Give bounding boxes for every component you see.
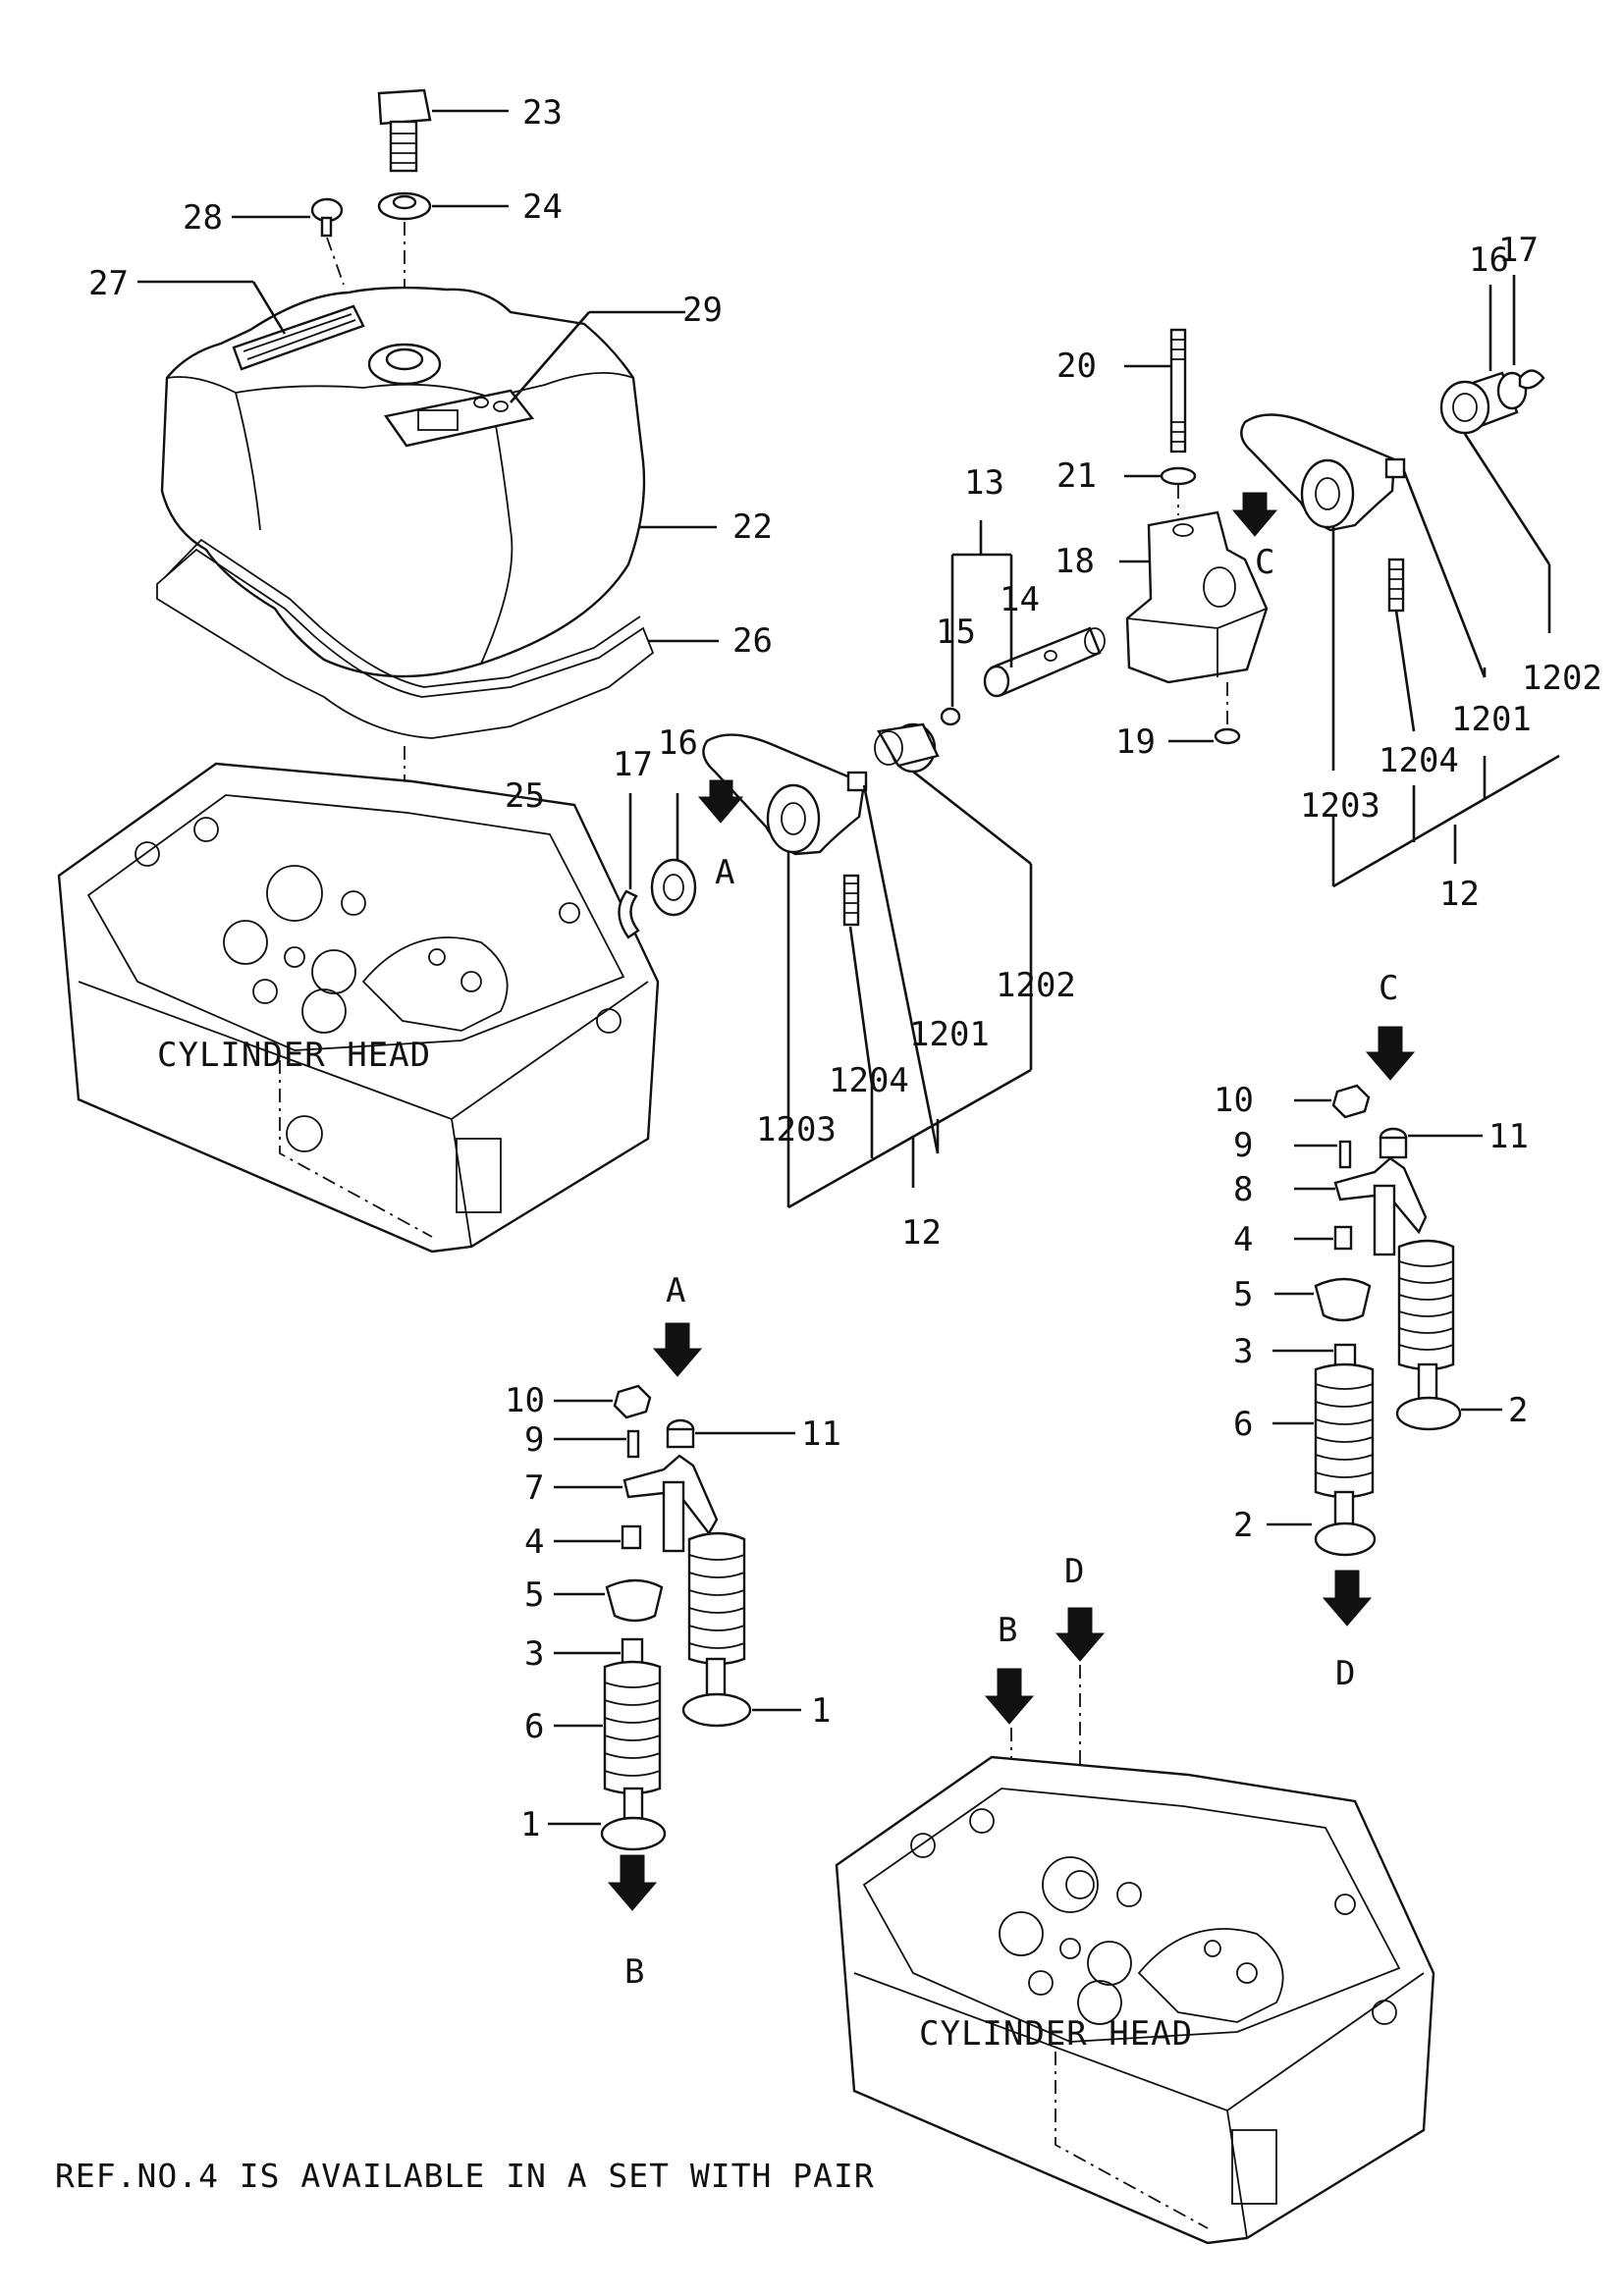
rocker-assembly-right (1240, 275, 1560, 888)
label-1-a-left: 1 (520, 1805, 540, 1844)
label-1204-left: 1204 (829, 1061, 909, 1100)
cylinder-head-label-left: CYLINDER HEAD (157, 1036, 431, 1075)
label-2-c-right: 2 (1508, 1391, 1528, 1430)
view-c-head: C (1379, 969, 1398, 1008)
label-1203-left: 1203 (756, 1110, 837, 1149)
label-4-c: 4 (1233, 1220, 1253, 1259)
label-1201-right: 1201 (1451, 700, 1532, 739)
rivet-28 (232, 197, 344, 238)
label-9-c: 9 (1233, 1126, 1253, 1165)
label-23: 23 (522, 93, 563, 133)
label-10-a: 10 (505, 1381, 545, 1420)
label-13: 13 (964, 463, 1004, 503)
label-12-right: 12 (1439, 875, 1480, 914)
label-11-c: 11 (1488, 1117, 1529, 1156)
shaft-assembly (940, 520, 1106, 726)
view-a-arm: A (715, 853, 734, 892)
label-11-a: 11 (801, 1415, 841, 1454)
arrow-d-icon (1322, 1570, 1373, 1627)
label-19: 19 (1115, 722, 1156, 762)
label-22: 22 (732, 507, 773, 547)
label-2-c-left: 2 (1233, 1506, 1253, 1545)
label-28: 28 (183, 198, 223, 238)
arrow-b-top-icon (984, 1668, 1035, 1725)
arrow-b-icon (607, 1854, 658, 1911)
label-20: 20 (1056, 347, 1097, 386)
cylinder-head-label-right: CYLINDER HEAD (919, 2014, 1193, 2054)
rocker-assembly-left (618, 722, 1033, 1209)
rocker-cover-group (137, 88, 719, 806)
arrow-c-icon (1231, 492, 1278, 537)
label-9-a: 9 (524, 1420, 544, 1460)
arrow-c-head-icon (1365, 1026, 1416, 1081)
cylinder-head-top: CYLINDER HEAD (57, 762, 660, 1254)
label-17-left: 17 (613, 745, 653, 784)
label-10-c: 10 (1214, 1081, 1254, 1120)
view-b-foot: B (624, 1952, 644, 1992)
label-15: 15 (936, 613, 976, 652)
valve-assembly-c (1267, 1026, 1502, 1627)
label-1202-right: 1202 (1522, 659, 1602, 698)
label-1204-right: 1204 (1379, 741, 1459, 780)
footnote: REF.NO.4 IS AVAILABLE IN A SET WITH PAIR (55, 2157, 875, 2195)
label-7-a: 7 (524, 1468, 544, 1508)
valve-assembly-a (548, 1322, 801, 1911)
label-27: 27 (88, 264, 129, 303)
label-17-right: 17 (1498, 231, 1539, 270)
cylinder-head-bottom: CYLINDER HEAD (835, 1607, 1435, 2245)
label-8-c: 8 (1233, 1170, 1253, 1209)
label-4-a: 4 (524, 1522, 544, 1562)
washer-24 (377, 191, 509, 221)
rocker-cover-22 (160, 286, 717, 678)
label-18: 18 (1055, 542, 1095, 581)
label-5-a: 5 (524, 1575, 544, 1615)
label-25: 25 (505, 776, 545, 816)
label-6-a: 6 (524, 1707, 544, 1746)
label-1-a-right: 1 (811, 1691, 831, 1731)
nameplate-27 (137, 280, 365, 371)
label-5-c: 5 (1233, 1275, 1253, 1314)
view-c-arm: C (1255, 543, 1274, 582)
view-d-foot: D (1335, 1654, 1355, 1693)
label-16-left: 16 (658, 723, 698, 763)
view-a-head: A (666, 1271, 685, 1310)
label-21: 21 (1056, 456, 1097, 496)
label-1203-right: 1203 (1300, 786, 1380, 826)
view-d-top: D (1064, 1552, 1084, 1591)
label-29: 29 (682, 291, 723, 330)
label-1202-left: 1202 (996, 966, 1076, 1005)
callout-labels: 23 24 28 27 29 22 26 25 20 21 18 19 13 1… (55, 93, 1602, 2195)
label-6-c: 6 (1233, 1405, 1253, 1444)
label-29 (383, 310, 685, 448)
arrow-d-top-icon (1055, 1607, 1106, 1662)
label-24: 24 (522, 187, 563, 227)
label-1201-left: 1201 (909, 1015, 990, 1054)
gasket-26 (156, 538, 719, 739)
label-16-right: 16 (1469, 240, 1509, 280)
label-3-c: 3 (1233, 1332, 1253, 1371)
label-3-a: 3 (524, 1634, 544, 1674)
label-12-left: 12 (901, 1213, 942, 1253)
rocker-bracket (1119, 328, 1278, 745)
label-14: 14 (1000, 580, 1040, 619)
arrow-a-icon (697, 779, 744, 824)
bolt-23 (377, 88, 509, 173)
arrow-a-head-icon (652, 1322, 703, 1377)
label-26: 26 (732, 621, 773, 661)
view-b-top: B (998, 1611, 1017, 1650)
